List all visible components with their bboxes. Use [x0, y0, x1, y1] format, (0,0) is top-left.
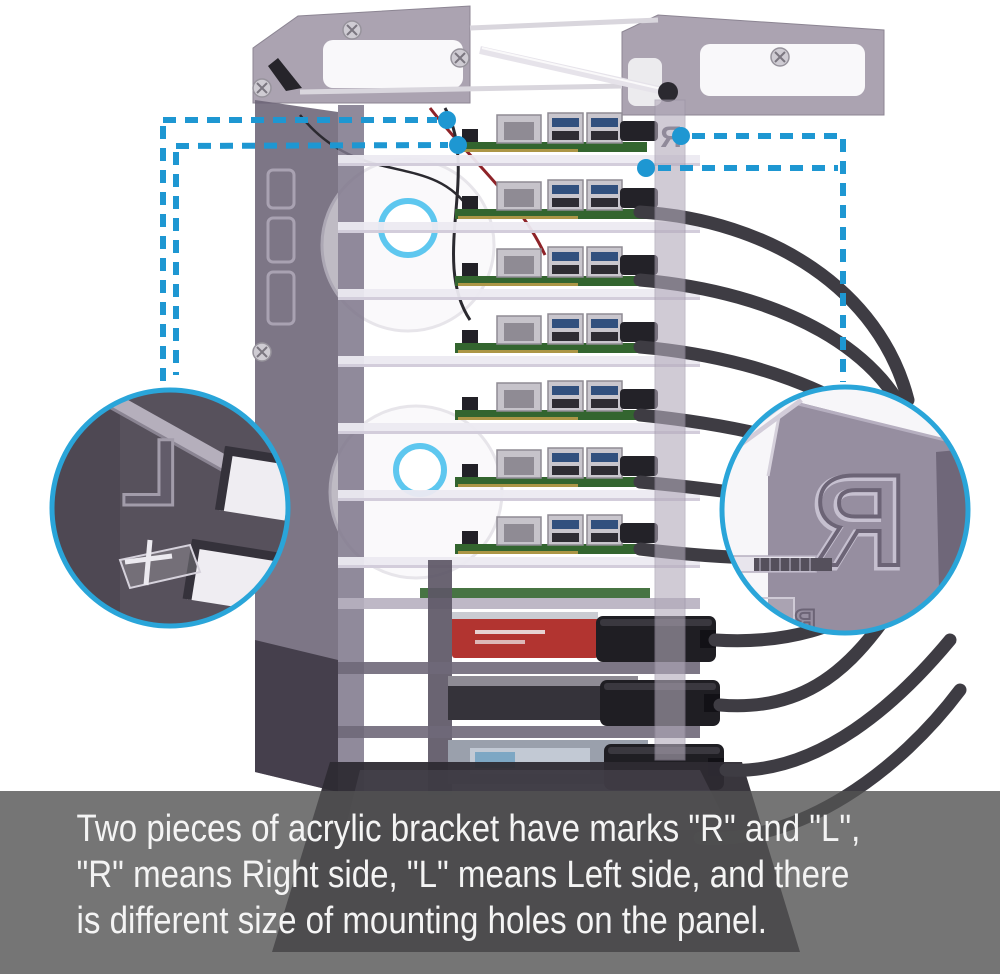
brand-cutout-marks — [266, 168, 296, 326]
fan-wire-black — [299, 114, 472, 211]
connector-ribs — [759, 558, 811, 571]
tab-mark — [124, 553, 173, 565]
acrylic-rod — [479, 46, 669, 96]
caption-line-3: is different size of mounting holes on t… — [76, 900, 767, 942]
callout-dot — [449, 136, 467, 154]
screw-icon — [252, 78, 272, 98]
top-right-small-cutout — [628, 58, 662, 106]
screw-icon — [450, 48, 470, 68]
caption-bar: Two pieces of acrylic bracket have marks… — [0, 791, 1000, 974]
ribbed-connector — [754, 558, 832, 571]
ethernet-cable — [633, 205, 915, 407]
drive-top-edge — [452, 612, 598, 619]
acrylic-rod — [299, 83, 623, 95]
top-left-panel-cutout — [323, 40, 463, 88]
red-hard-drive — [452, 612, 598, 658]
callout-dot — [637, 159, 655, 177]
drive-label-line — [475, 630, 545, 634]
smoke-shelf — [338, 598, 700, 609]
tab-mark — [143, 539, 153, 586]
smoke-shelf — [338, 726, 700, 738]
svg-text:L: L — [121, 420, 179, 526]
case-left-panel — [252, 100, 338, 792]
sata-cable — [719, 633, 957, 777]
drive-label-line — [475, 640, 525, 644]
top-strut — [268, 58, 302, 91]
pcb-edge — [420, 588, 650, 598]
rod-grommet — [658, 82, 678, 102]
rod-highlight — [481, 47, 667, 91]
magnifier-ring — [719, 384, 971, 636]
callout-line-right-1 — [692, 133, 846, 382]
smoke-shelf — [338, 662, 700, 674]
caption-line-1: Two pieces of acrylic bracket have marks… — [76, 808, 861, 850]
callout-line-left-2 — [175, 142, 449, 149]
caption-text: Two pieces of acrylic bracket have marks… — [0, 791, 870, 944]
fan-hub-ring — [393, 443, 447, 497]
front-right-bracket: R — [654, 99, 686, 761]
top-right-panel-cutout — [700, 44, 865, 96]
screw-icon — [252, 342, 272, 362]
callout-dot — [438, 111, 456, 129]
clear-bracket-tab — [118, 543, 202, 590]
front-left-rail — [338, 105, 364, 792]
pi-board-stack — [337, 112, 701, 609]
svg-text:R: R — [811, 449, 905, 595]
magnifier-ring — [49, 387, 291, 629]
case-top-frame — [252, 5, 885, 116]
screw-icon — [770, 47, 790, 67]
svg-text:R: R — [813, 447, 907, 593]
acrylic-rod — [469, 17, 659, 31]
drive-top-edge — [448, 676, 638, 686]
callout-dot — [672, 127, 690, 145]
magnified-r-panel — [768, 398, 968, 633]
screw-icon — [342, 20, 362, 40]
callout-dots — [438, 111, 690, 177]
callout-dashed-lines — [160, 117, 846, 386]
sata-cable — [713, 618, 887, 713]
caption-line-2: "R" means Right side, "L" means Left sid… — [76, 854, 850, 896]
engraved-r-mark-large: R R — [808, 445, 909, 599]
engraved-l-mark: L — [119, 419, 180, 528]
